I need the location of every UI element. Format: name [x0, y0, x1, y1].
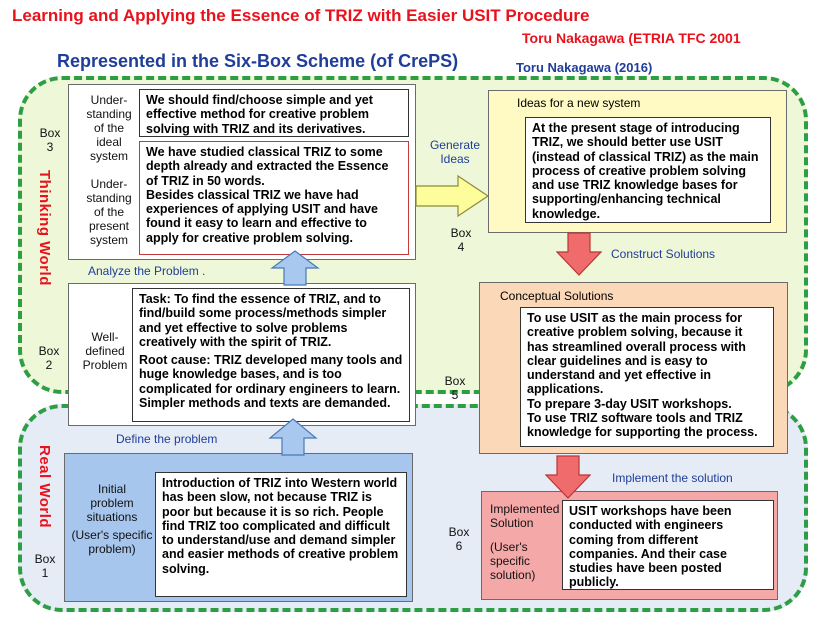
real-world-label: Real World	[36, 445, 53, 529]
define-problem-label: Define the problem	[116, 432, 218, 446]
arrow-down-construct-solutions	[556, 232, 602, 276]
box4-text: At the present stage of introducing TRIZ…	[525, 117, 771, 223]
box5-conceptual-solutions: Conceptual Solutions To use USIT as the …	[479, 282, 788, 454]
box1-initial-problem: Initial problem situations (User's speci…	[64, 453, 413, 602]
generate-ideas-label: Generate Ideas	[429, 138, 481, 166]
box1-text: Introduction of TRIZ into Western world …	[155, 472, 407, 597]
arrow-up-analyze-problem	[270, 250, 320, 286]
box3-understanding: Under- standing of the ideal system Unde…	[68, 84, 416, 260]
arrow-right-generate-ideas	[415, 174, 490, 218]
box1-label: Initial problem situations (User's speci…	[71, 482, 153, 556]
thinking-world-label: Thinking World	[36, 170, 53, 286]
box5-text: To use USIT as the main process for crea…	[520, 307, 774, 447]
main-title: Learning and Applying the Essence of TRI…	[12, 6, 590, 25]
subtitle: Represented in the Six-Box Scheme (of Cr…	[53, 51, 463, 72]
box4-ideas-new-system: Ideas for a new system At the present st…	[488, 90, 787, 233]
box3-ideal-label: Under- standing of the ideal system	[86, 93, 132, 163]
arrow-up-define-problem	[268, 418, 318, 456]
box3-ideal-text: We should find/choose simple and yet eff…	[139, 89, 409, 137]
box5-header: Conceptual Solutions	[500, 289, 614, 303]
analyze-problem-label: Analyze the Problem .	[88, 264, 206, 278]
box6-text: USIT workshops have been conducted with …	[562, 500, 774, 590]
box2-text: Task: To find the essence of TRIZ, and t…	[132, 288, 410, 422]
box6-label: Implemented Solution (User's specific so…	[490, 502, 560, 582]
author-credit-2016: Toru Nakagawa (2016)	[516, 60, 653, 75]
box6-implemented-solution: Implemented Solution (User's specific so…	[481, 491, 778, 600]
author-credit-2001: Toru Nakagawa (ETRIA TFC 2001	[522, 30, 741, 46]
construct-solutions-label: Construct Solutions	[611, 247, 716, 261]
box2-well-defined-problem: Well- defined Problem Task: To find the …	[68, 283, 416, 426]
arrow-down-implement-solution	[545, 455, 591, 499]
box3-present-text: We have studied classical TRIZ to some d…	[139, 141, 409, 255]
box3-present-label: Under- standing of the present system	[86, 177, 132, 247]
box2-label: Well- defined Problem	[82, 330, 128, 372]
implement-solution-label: Implement the solution	[612, 471, 733, 485]
box4-header: Ideas for a new system	[517, 96, 641, 110]
